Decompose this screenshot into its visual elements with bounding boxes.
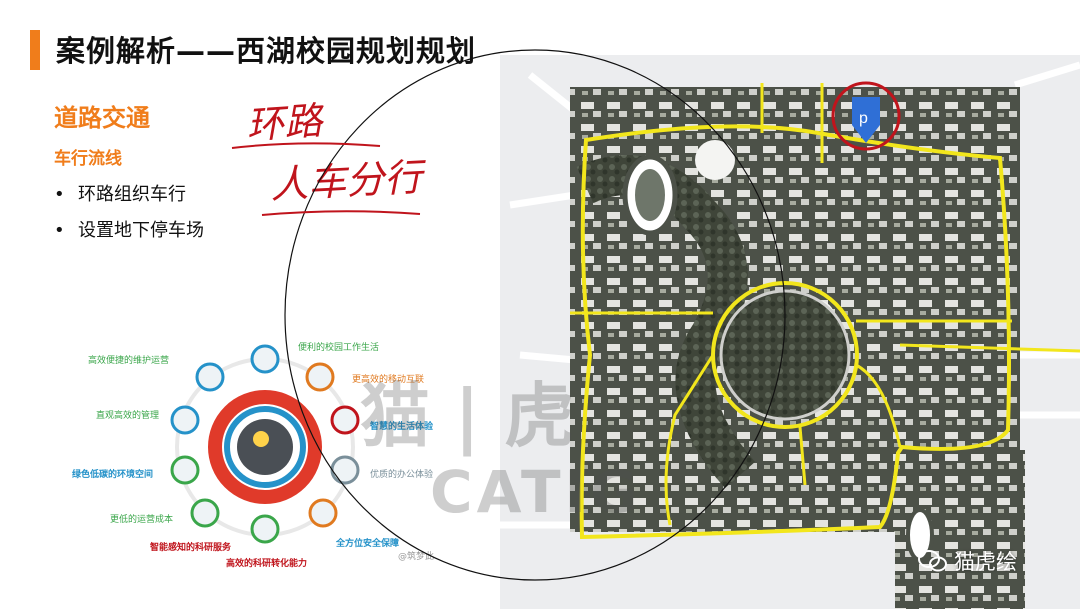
watermark-chinese: 猫 | 虎 — [360, 375, 575, 457]
maintenance-icon — [250, 344, 280, 374]
diagram-label: 便利的校园工作生活 — [298, 343, 380, 353]
title-accent-bar — [30, 30, 40, 70]
monitor-icon — [195, 362, 225, 392]
life-icon — [330, 405, 360, 435]
mobile-icon — [305, 362, 335, 392]
wechat-brand: 猫虎绘 — [954, 550, 1017, 574]
camera-icon — [308, 498, 338, 528]
diagram-label: 更低的运营成本 — [110, 515, 174, 525]
office-icon — [330, 455, 360, 485]
watermark-latin: CATIG — [430, 458, 642, 526]
display-icon — [170, 405, 200, 435]
diagram-label: 优质的办公体验 — [370, 470, 434, 480]
handwritten-note-ring-road: 环路 — [244, 98, 324, 148]
sports-field — [635, 169, 665, 221]
diagram-label: 全方位安全保障 — [336, 539, 400, 549]
bullet-text: 设置地下停车场 — [78, 220, 204, 241]
section-title: 道路交通 — [54, 104, 150, 132]
parking-arrow-icon — [852, 97, 880, 143]
diagram-label: 绿色低碳的环境空间 — [72, 470, 154, 480]
sub-title: 车行流线 — [54, 149, 122, 169]
parking-label: p — [859, 110, 868, 127]
lightbulb-icon — [253, 431, 269, 447]
head-lightbulb-icon — [237, 419, 293, 475]
central-park — [719, 289, 851, 421]
coins-icon — [190, 498, 220, 528]
water-drop-icon — [170, 455, 200, 485]
handwritten-note-separation: 人车分行 — [269, 155, 424, 207]
bullet-text: 环路组织车行 — [78, 184, 186, 205]
diagram-label: 智能感知的科研服务 — [150, 543, 232, 553]
round-building — [695, 140, 735, 180]
slide-title: 案例解析——西湖校园规划规划 — [56, 34, 477, 68]
money-icon — [250, 514, 280, 544]
diagram-label: 高效便捷的维护运营 — [88, 356, 170, 366]
bullet-item: •设置地下停车场 — [54, 220, 204, 241]
bullet-item: •环路组织车行 — [54, 184, 186, 205]
parking-highlight-circle — [831, 81, 901, 151]
wechat-icon — [918, 550, 947, 572]
diagram-label: 直观高效的管理 — [96, 411, 160, 421]
diagram-label: 高效的科研转化能力 — [226, 559, 308, 569]
handwriting-underline — [261, 210, 421, 216]
image-credit: @筑梦此 — [398, 552, 435, 562]
